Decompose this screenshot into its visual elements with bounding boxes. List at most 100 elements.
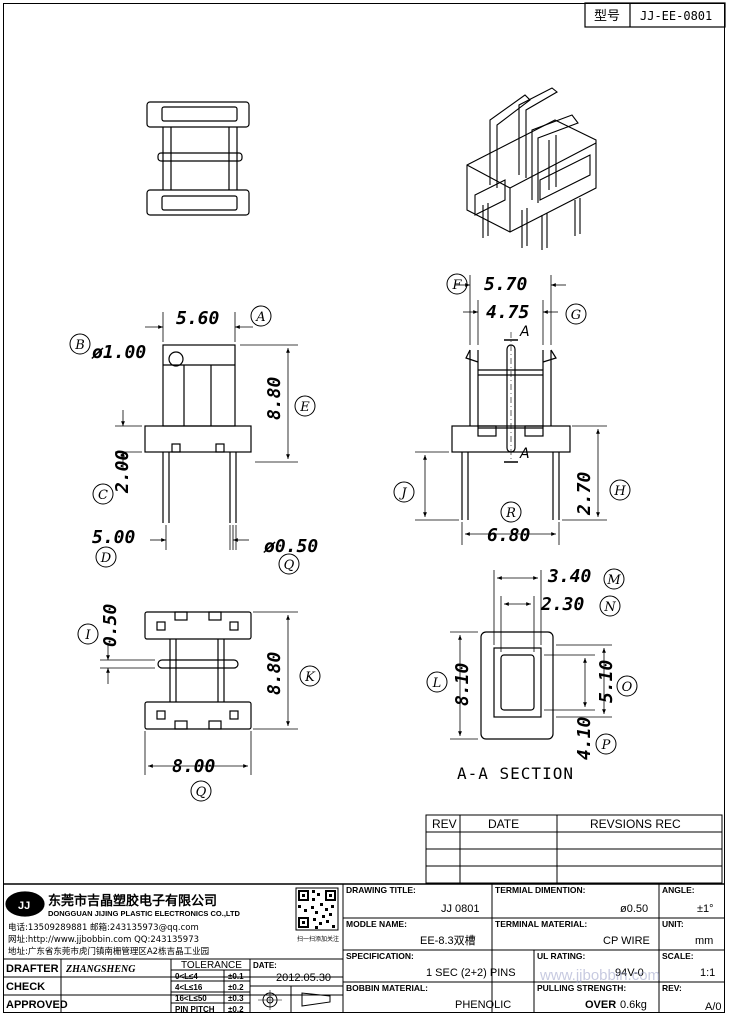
tag-label: O xyxy=(622,680,633,695)
section-mark-bottom: A xyxy=(519,446,530,462)
unit-label: UNIT: xyxy=(662,919,684,929)
side-view xyxy=(415,275,607,545)
section-view xyxy=(450,570,612,740)
company-name-en: DONGGUAN JIJING PLASTIC ELECTRONICS CO.,… xyxy=(48,909,241,918)
angle-value: ±1° xyxy=(697,903,714,915)
bobbin-value: PHENOLIC xyxy=(455,999,511,1011)
revisions-table xyxy=(425,814,723,884)
model-name: EE-8.3双槽 xyxy=(420,934,476,947)
drafter-label: DRAFTER xyxy=(6,963,59,975)
drawing-frame xyxy=(3,3,725,1013)
front-view xyxy=(115,312,298,550)
company-address: 地址:广东省东莞市虎门镇南栅管理区A2栋吉晶工业园 xyxy=(8,946,209,957)
tag-circle xyxy=(299,665,321,687)
terminal-mat-label: TERMINAL MATERIAL: xyxy=(495,919,587,929)
title-block xyxy=(3,883,725,1013)
tag-circle xyxy=(603,568,625,590)
tag-label: M xyxy=(606,573,621,588)
model-header xyxy=(584,2,726,28)
tag-circle xyxy=(565,303,587,325)
bottom-dim-thick: 0.50 xyxy=(100,603,121,647)
tag-circle xyxy=(92,483,114,505)
side-dim-pins: 6.80 xyxy=(487,525,531,546)
drawing-title: JJ 0801 xyxy=(441,903,480,915)
tag-circle xyxy=(77,623,99,645)
tag-circle xyxy=(616,675,638,697)
drafter-name: ZHANGSHENG xyxy=(65,964,136,975)
front-dim-pin: ø0.50 xyxy=(263,536,318,557)
rev-value: A/0 xyxy=(705,1001,722,1013)
section-dim-inner: 2.30 xyxy=(540,594,585,615)
model-label: 型号 xyxy=(594,9,620,24)
tag-label: G xyxy=(571,308,581,323)
tag-circle xyxy=(278,553,300,575)
tag-circle xyxy=(595,733,617,755)
tolerance-value: ±0.3 xyxy=(228,994,244,1003)
spec-label: SPECIFICATION: xyxy=(346,951,414,961)
company-web: 网址:http://www.jjbobbin.com QQ:243135973 xyxy=(8,934,199,945)
spec-value: 1 SEC (2+2) PINS xyxy=(426,967,516,979)
bobbin-label: BOBBIN MATERIAL: xyxy=(346,983,428,993)
tag-label: R xyxy=(505,506,516,521)
tolerance-range: 0<L≤4 xyxy=(175,972,198,981)
ul-label: UL RATING: xyxy=(537,951,585,961)
tolerance-value: ±0.1 xyxy=(228,972,244,981)
tag-circle xyxy=(426,671,448,693)
tolerance-range: 16<L≤50 xyxy=(175,994,207,1003)
tag-label: I xyxy=(84,628,91,643)
tolerance-value: ±0.2 xyxy=(228,983,244,992)
scale-value: 1:1 xyxy=(700,967,715,979)
tag-label: C xyxy=(98,488,108,503)
section-mark-top: A xyxy=(519,324,530,340)
rev-col-header: REV xyxy=(432,817,457,831)
front-dim-height: 8.80 xyxy=(264,376,285,420)
tag-label: L xyxy=(432,676,442,691)
company-phone: 电话:13509289881 邮箱:243135973@qq.com xyxy=(8,922,199,933)
side-dim-inner: 4.75 xyxy=(486,302,530,323)
tag-circle xyxy=(609,479,631,501)
tag-circle xyxy=(500,501,522,523)
tag-label: Q xyxy=(284,558,295,573)
check-label: CHECK xyxy=(6,981,45,993)
model-code: JJ-EE-0801 xyxy=(640,9,712,23)
tag-label: D xyxy=(100,551,112,566)
drawing-title-label: DRAWING TITLE: xyxy=(346,885,416,895)
terminal-dim-label: TERMIAL DIMENTION: xyxy=(495,885,586,895)
tag-label: K xyxy=(304,670,316,685)
tolerance-range: PIN PITCH xyxy=(175,1005,215,1014)
front-dim-pitch: 5.00 xyxy=(92,527,136,548)
date-label: DATE: xyxy=(253,961,277,970)
logo-text: JJ xyxy=(18,900,30,912)
tag-label: P xyxy=(601,738,611,753)
bottom-dim-width: 8.00 xyxy=(172,756,216,777)
tag-label: F xyxy=(451,278,462,293)
tag-label: H xyxy=(613,484,626,499)
front-dim-width: 5.60 xyxy=(176,308,220,329)
bottom-view xyxy=(100,611,298,775)
scale-label: SCALE: xyxy=(662,951,694,961)
qr-code xyxy=(295,887,339,931)
terminal-dim: ø0.50 xyxy=(620,903,648,915)
tag-circle xyxy=(446,273,468,295)
model-name-label: MODLE NAME: xyxy=(346,919,407,929)
rev-label: REV: xyxy=(662,983,682,993)
tolerance-label: TOLERANCE xyxy=(181,960,242,971)
company-logo xyxy=(5,891,45,917)
section-dim-low: 4.10 xyxy=(574,716,595,760)
unit-value: mm xyxy=(695,935,713,947)
watermark: www.jjbobbin.com xyxy=(539,967,660,984)
tag-circle xyxy=(95,546,117,568)
section-dim-height: 8.10 xyxy=(452,662,473,706)
section-dim-win: 5.10 xyxy=(596,659,617,703)
tag-circle xyxy=(190,780,212,802)
front-dim-hole: ø1.00 xyxy=(91,342,146,363)
tag-label: J xyxy=(398,486,407,501)
section-caption: A-A SECTION xyxy=(457,764,574,783)
date-value: 2012.05.30 xyxy=(276,972,331,984)
terminal-mat: CP WIRE xyxy=(603,935,650,947)
ul-value: 94V-0 xyxy=(615,967,644,979)
bottom-dim-len: 8.80 xyxy=(264,651,285,695)
tag-label: Q xyxy=(196,785,207,800)
tag-circle xyxy=(599,595,621,617)
